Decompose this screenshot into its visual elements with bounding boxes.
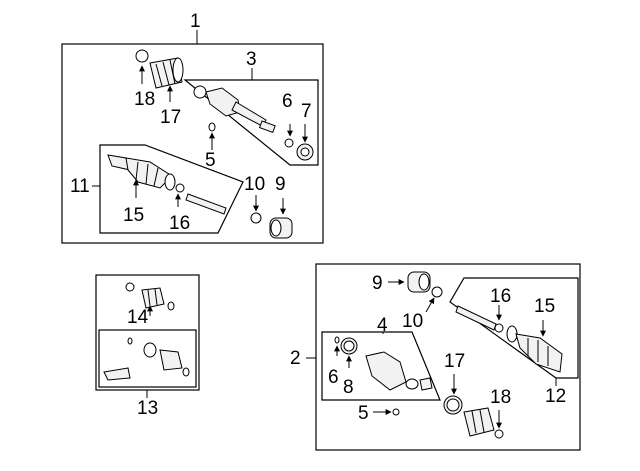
outer-joint-subassembly-frame bbox=[99, 144, 244, 234]
callout-6-top[interactable]: 6 bbox=[282, 91, 293, 112]
callout-10-top[interactable]: 10 bbox=[244, 174, 265, 195]
outer-joint-shaft-11[interactable] bbox=[107, 154, 227, 215]
callout-8[interactable]: 8 bbox=[343, 377, 354, 398]
assembly-group-1: 1 18 17 3 6 7 5 bbox=[61, 11, 324, 244]
group-13-inner-frame bbox=[98, 329, 197, 388]
snap-ring-10-bottom[interactable] bbox=[431, 286, 443, 298]
callout-12[interactable]: 12 bbox=[545, 386, 566, 407]
callout-16-top[interactable]: 16 bbox=[169, 213, 190, 234]
callout-18-bottom[interactable]: 18 bbox=[490, 387, 511, 408]
group-2-frame bbox=[315, 263, 581, 451]
assembly-group-13: 14 13 bbox=[95, 274, 200, 419]
callout-10-bottom[interactable]: 10 bbox=[402, 311, 423, 332]
callout-6-bottom[interactable]: 6 bbox=[328, 367, 339, 388]
callout-16-bottom[interactable]: 16 bbox=[490, 286, 511, 307]
callout-4[interactable]: 4 bbox=[377, 315, 388, 336]
clip-5-bottom[interactable] bbox=[392, 408, 400, 416]
boot-kit-17-18-bottom[interactable] bbox=[443, 395, 504, 439]
outer-joint-shaft-12[interactable] bbox=[455, 305, 563, 373]
callout-9-bottom[interactable]: 9 bbox=[372, 273, 383, 294]
callout-15-bottom[interactable]: 15 bbox=[534, 296, 555, 317]
boot-kit-17-18[interactable] bbox=[135, 49, 184, 89]
callout-9-top[interactable]: 9 bbox=[275, 174, 286, 195]
snap-ring-6-top[interactable] bbox=[284, 138, 294, 148]
callout-7[interactable]: 7 bbox=[301, 101, 312, 122]
callout-14[interactable]: 14 bbox=[127, 307, 149, 328]
boot-kit-14[interactable] bbox=[125, 282, 175, 311]
repair-kit-parts-13[interactable] bbox=[103, 337, 190, 381]
inner-joint-subassembly-frame-bottom bbox=[321, 331, 441, 401]
damper-9-bottom[interactable] bbox=[407, 271, 431, 293]
snap-ring-10-top[interactable] bbox=[250, 212, 262, 224]
callout-3[interactable]: 3 bbox=[246, 49, 257, 70]
assembly-group-2: 2 9 10 12 16 15 4 bbox=[290, 263, 581, 451]
callout-17-bottom[interactable]: 17 bbox=[444, 351, 465, 372]
clip-5-top[interactable] bbox=[208, 122, 216, 132]
inner-joint-subassembly-frame bbox=[183, 79, 319, 166]
inner-joint-shaft-3[interactable] bbox=[193, 85, 276, 134]
callout-5-top[interactable]: 5 bbox=[205, 150, 216, 171]
outer-joint-subassembly-frame-bottom bbox=[449, 277, 579, 379]
group-1-frame bbox=[61, 43, 324, 244]
damper-9-top[interactable] bbox=[269, 217, 293, 239]
callout-13[interactable]: 13 bbox=[137, 398, 158, 419]
callout-2[interactable]: 2 bbox=[290, 348, 301, 369]
callout-11[interactable]: 11 bbox=[70, 176, 90, 197]
callout-1[interactable]: 1 bbox=[190, 11, 201, 32]
callout-17-top[interactable]: 17 bbox=[160, 107, 181, 128]
callout-5-bottom[interactable]: 5 bbox=[358, 403, 369, 424]
callout-15-top[interactable]: 15 bbox=[123, 205, 144, 226]
callout-18-top[interactable]: 18 bbox=[134, 89, 155, 110]
inner-joint-4[interactable] bbox=[334, 336, 433, 391]
